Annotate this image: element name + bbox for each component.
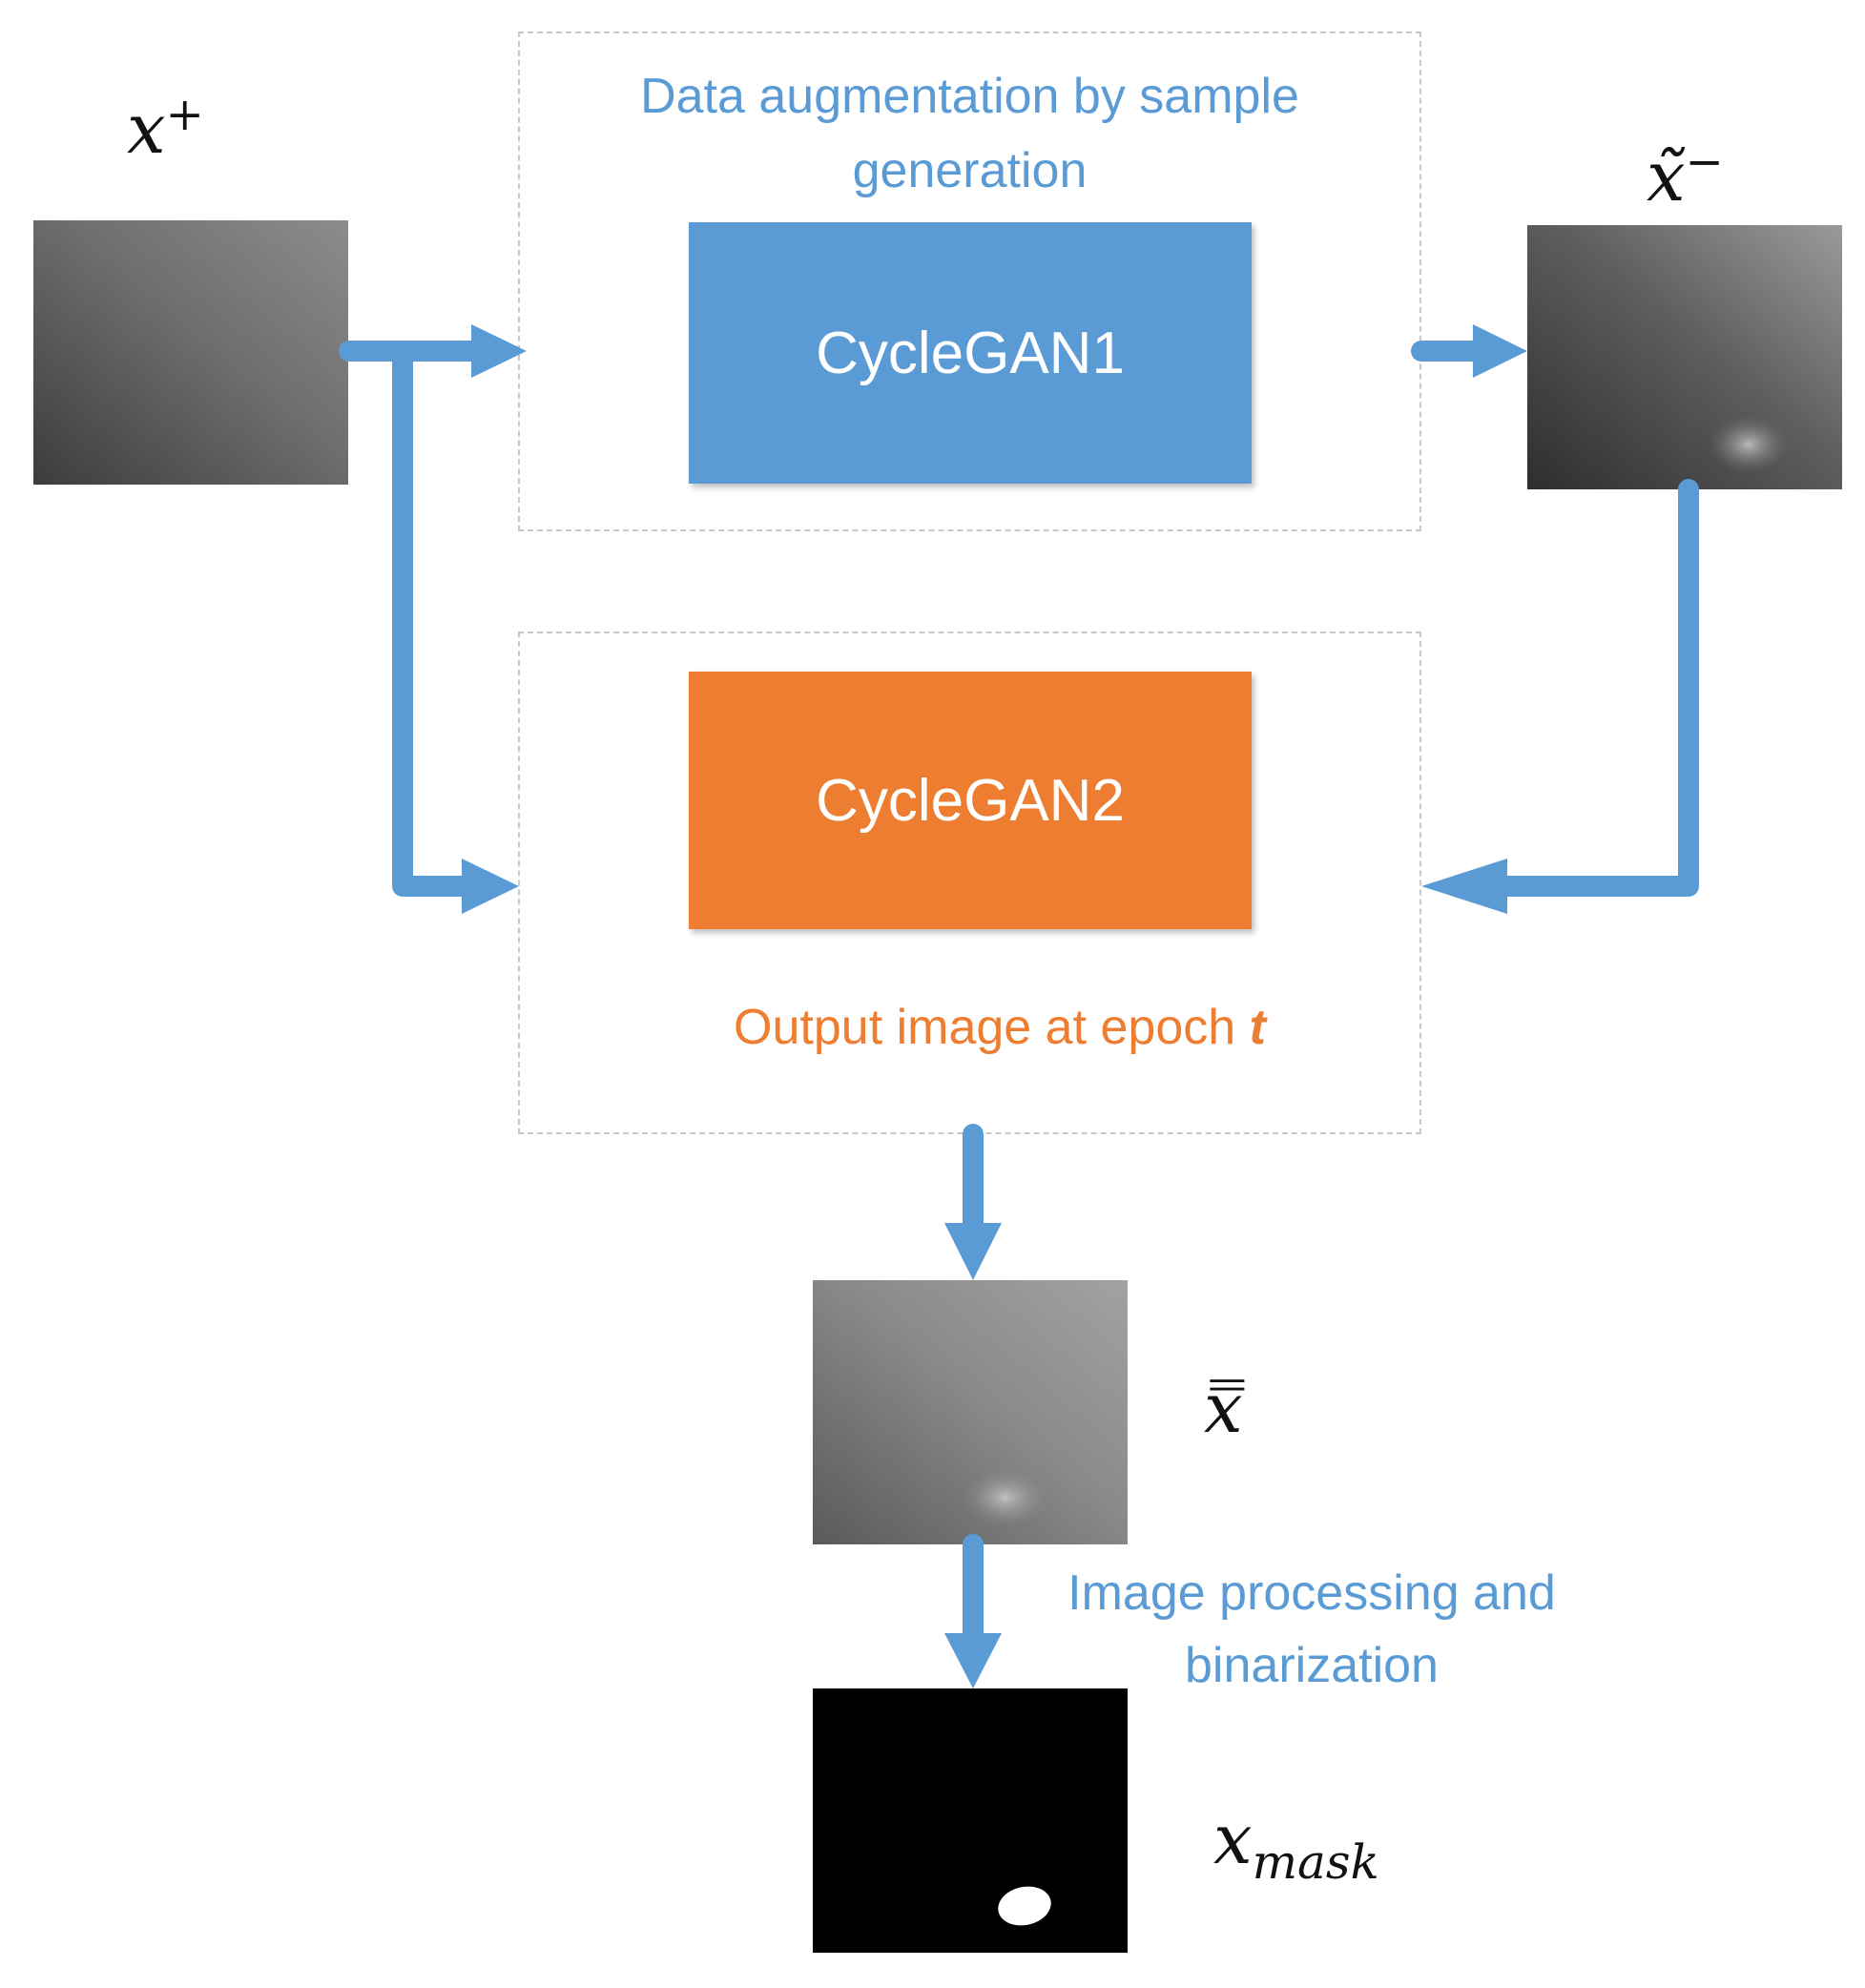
cyclegan1-label: CycleGAN1: [816, 320, 1125, 386]
mask-symbol-base: x: [1213, 1799, 1253, 1879]
cyclegan1-block: CycleGAN1: [689, 222, 1252, 484]
epoch-caption-text: Output image at epoch: [734, 1000, 1250, 1055]
arrow-positive-to-cyclegan2-shaft: [392, 341, 475, 897]
arrow-cyclegan2-to-output-head: [944, 1223, 1002, 1280]
positive-symbol-base: x: [127, 89, 166, 169]
generated-negative-symbol: x̃−: [1647, 139, 1724, 211]
mask-symbol-sub: mask: [1252, 1834, 1379, 1890]
epoch-output-symbol: x̿: [1204, 1374, 1243, 1442]
augmentation-caption: Data augmentation by sample generation: [518, 59, 1421, 208]
augmentation-caption-line1: Data augmentation by sample: [640, 69, 1299, 124]
positive-sample-symbol: x+: [127, 92, 204, 163]
arrow-positive-to-cyclegan1-head: [471, 324, 527, 378]
processing-caption-line1: Image processing and: [1067, 1565, 1556, 1621]
arrow-negative-to-cyclegan2-head: [1421, 859, 1507, 914]
epoch-output-symbol-text: x̿: [1204, 1368, 1243, 1448]
cyclegan2-block: CycleGAN2: [689, 672, 1252, 929]
processing-caption-line2: binarization: [1185, 1638, 1439, 1694]
epoch-output-image: [813, 1280, 1128, 1544]
cyclegan2-label: CycleGAN2: [816, 767, 1125, 834]
binary-mask-image: [813, 1688, 1128, 1953]
positive-sample-image: [33, 220, 348, 485]
generated-negative-image: [1527, 225, 1842, 489]
negative-symbol-base: x̃: [1647, 136, 1686, 217]
mask-symbol: xmask: [1213, 1805, 1379, 1886]
processing-caption: Image processing and binarization: [1030, 1557, 1593, 1703]
augmentation-stage-frame: [518, 31, 1421, 531]
arrow-cyclegan1-to-negative-head: [1473, 324, 1527, 378]
positive-symbol-sup: +: [165, 88, 204, 141]
epoch-symbol: t: [1249, 1000, 1266, 1055]
arrow-positive-to-cyclegan2-head: [462, 859, 519, 914]
epoch-output-caption: Output image at epoch t: [518, 990, 1482, 1065]
augmentation-caption-line2: generation: [852, 143, 1088, 198]
arrow-negative-to-cyclegan2-shaft: [1492, 479, 1699, 897]
negative-symbol-sup: −: [1685, 135, 1724, 189]
arrow-output-to-mask-head: [944, 1633, 1002, 1688]
